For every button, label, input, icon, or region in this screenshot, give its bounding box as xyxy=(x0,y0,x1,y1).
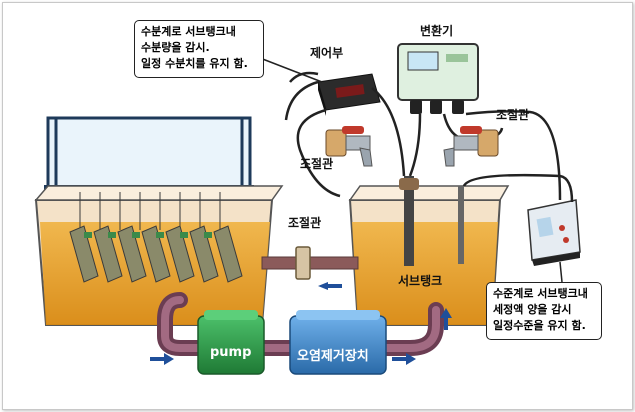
right-valve xyxy=(443,126,499,167)
left-valve xyxy=(325,126,373,167)
callout-level: 수준계로 서브탱크내 세정액 양을 감시 일정수준을 유지 함. xyxy=(486,282,602,340)
overflow-pipe xyxy=(261,246,359,290)
label-valve-middle: 조절관 xyxy=(288,216,322,230)
controller-unit xyxy=(317,73,381,116)
label-transducer: 변환기 xyxy=(420,24,454,38)
hanging-parts xyxy=(69,192,243,283)
callout-line: 수분계로 서브탱크내 xyxy=(141,25,236,38)
level-probe xyxy=(458,186,464,264)
main-tank xyxy=(34,185,284,326)
callout-line: 수준계로 서브탱크내 xyxy=(493,287,588,300)
signal-cables xyxy=(284,71,574,203)
callout-pointer-bottom xyxy=(559,261,563,283)
callout-pointer-top xyxy=(259,57,323,83)
arrow-right-icon xyxy=(150,353,174,365)
callout-moisture: 수분계로 서브탱크내 수분량을 감시. 일정 수분치를 유지 함. xyxy=(134,20,264,78)
callout-line: 세정액 양을 감시 xyxy=(493,303,572,316)
flow-arrows xyxy=(150,308,452,365)
label-valve-right: 조절관 xyxy=(496,108,530,122)
label-pump: pump xyxy=(210,345,252,360)
arrow-up-icon xyxy=(440,308,452,330)
basket-rack xyxy=(44,116,254,191)
middle-valve xyxy=(295,246,311,280)
callout-line: 일정수준을 유지 함. xyxy=(493,319,586,332)
moisture-probe xyxy=(404,176,414,266)
label-controller: 제어부 xyxy=(310,46,344,60)
contamination-filter xyxy=(289,310,387,375)
label-filter: 오염제거장치 xyxy=(297,349,369,364)
flow-arrow-icon xyxy=(318,282,328,290)
label-sub-tank: 서브탱크 xyxy=(398,274,443,288)
sub-tank xyxy=(348,176,510,326)
return-loop-pipes xyxy=(157,292,444,356)
arrow-right-icon xyxy=(392,353,416,365)
transducer-unit xyxy=(397,43,479,114)
callout-line: 일정 수분치를 유지 함. xyxy=(141,57,248,70)
callout-line: 수분량을 감시. xyxy=(141,41,210,54)
label-valve-left: 조절관 xyxy=(300,157,334,171)
pump xyxy=(197,310,265,375)
level-meter-unit xyxy=(527,199,581,266)
